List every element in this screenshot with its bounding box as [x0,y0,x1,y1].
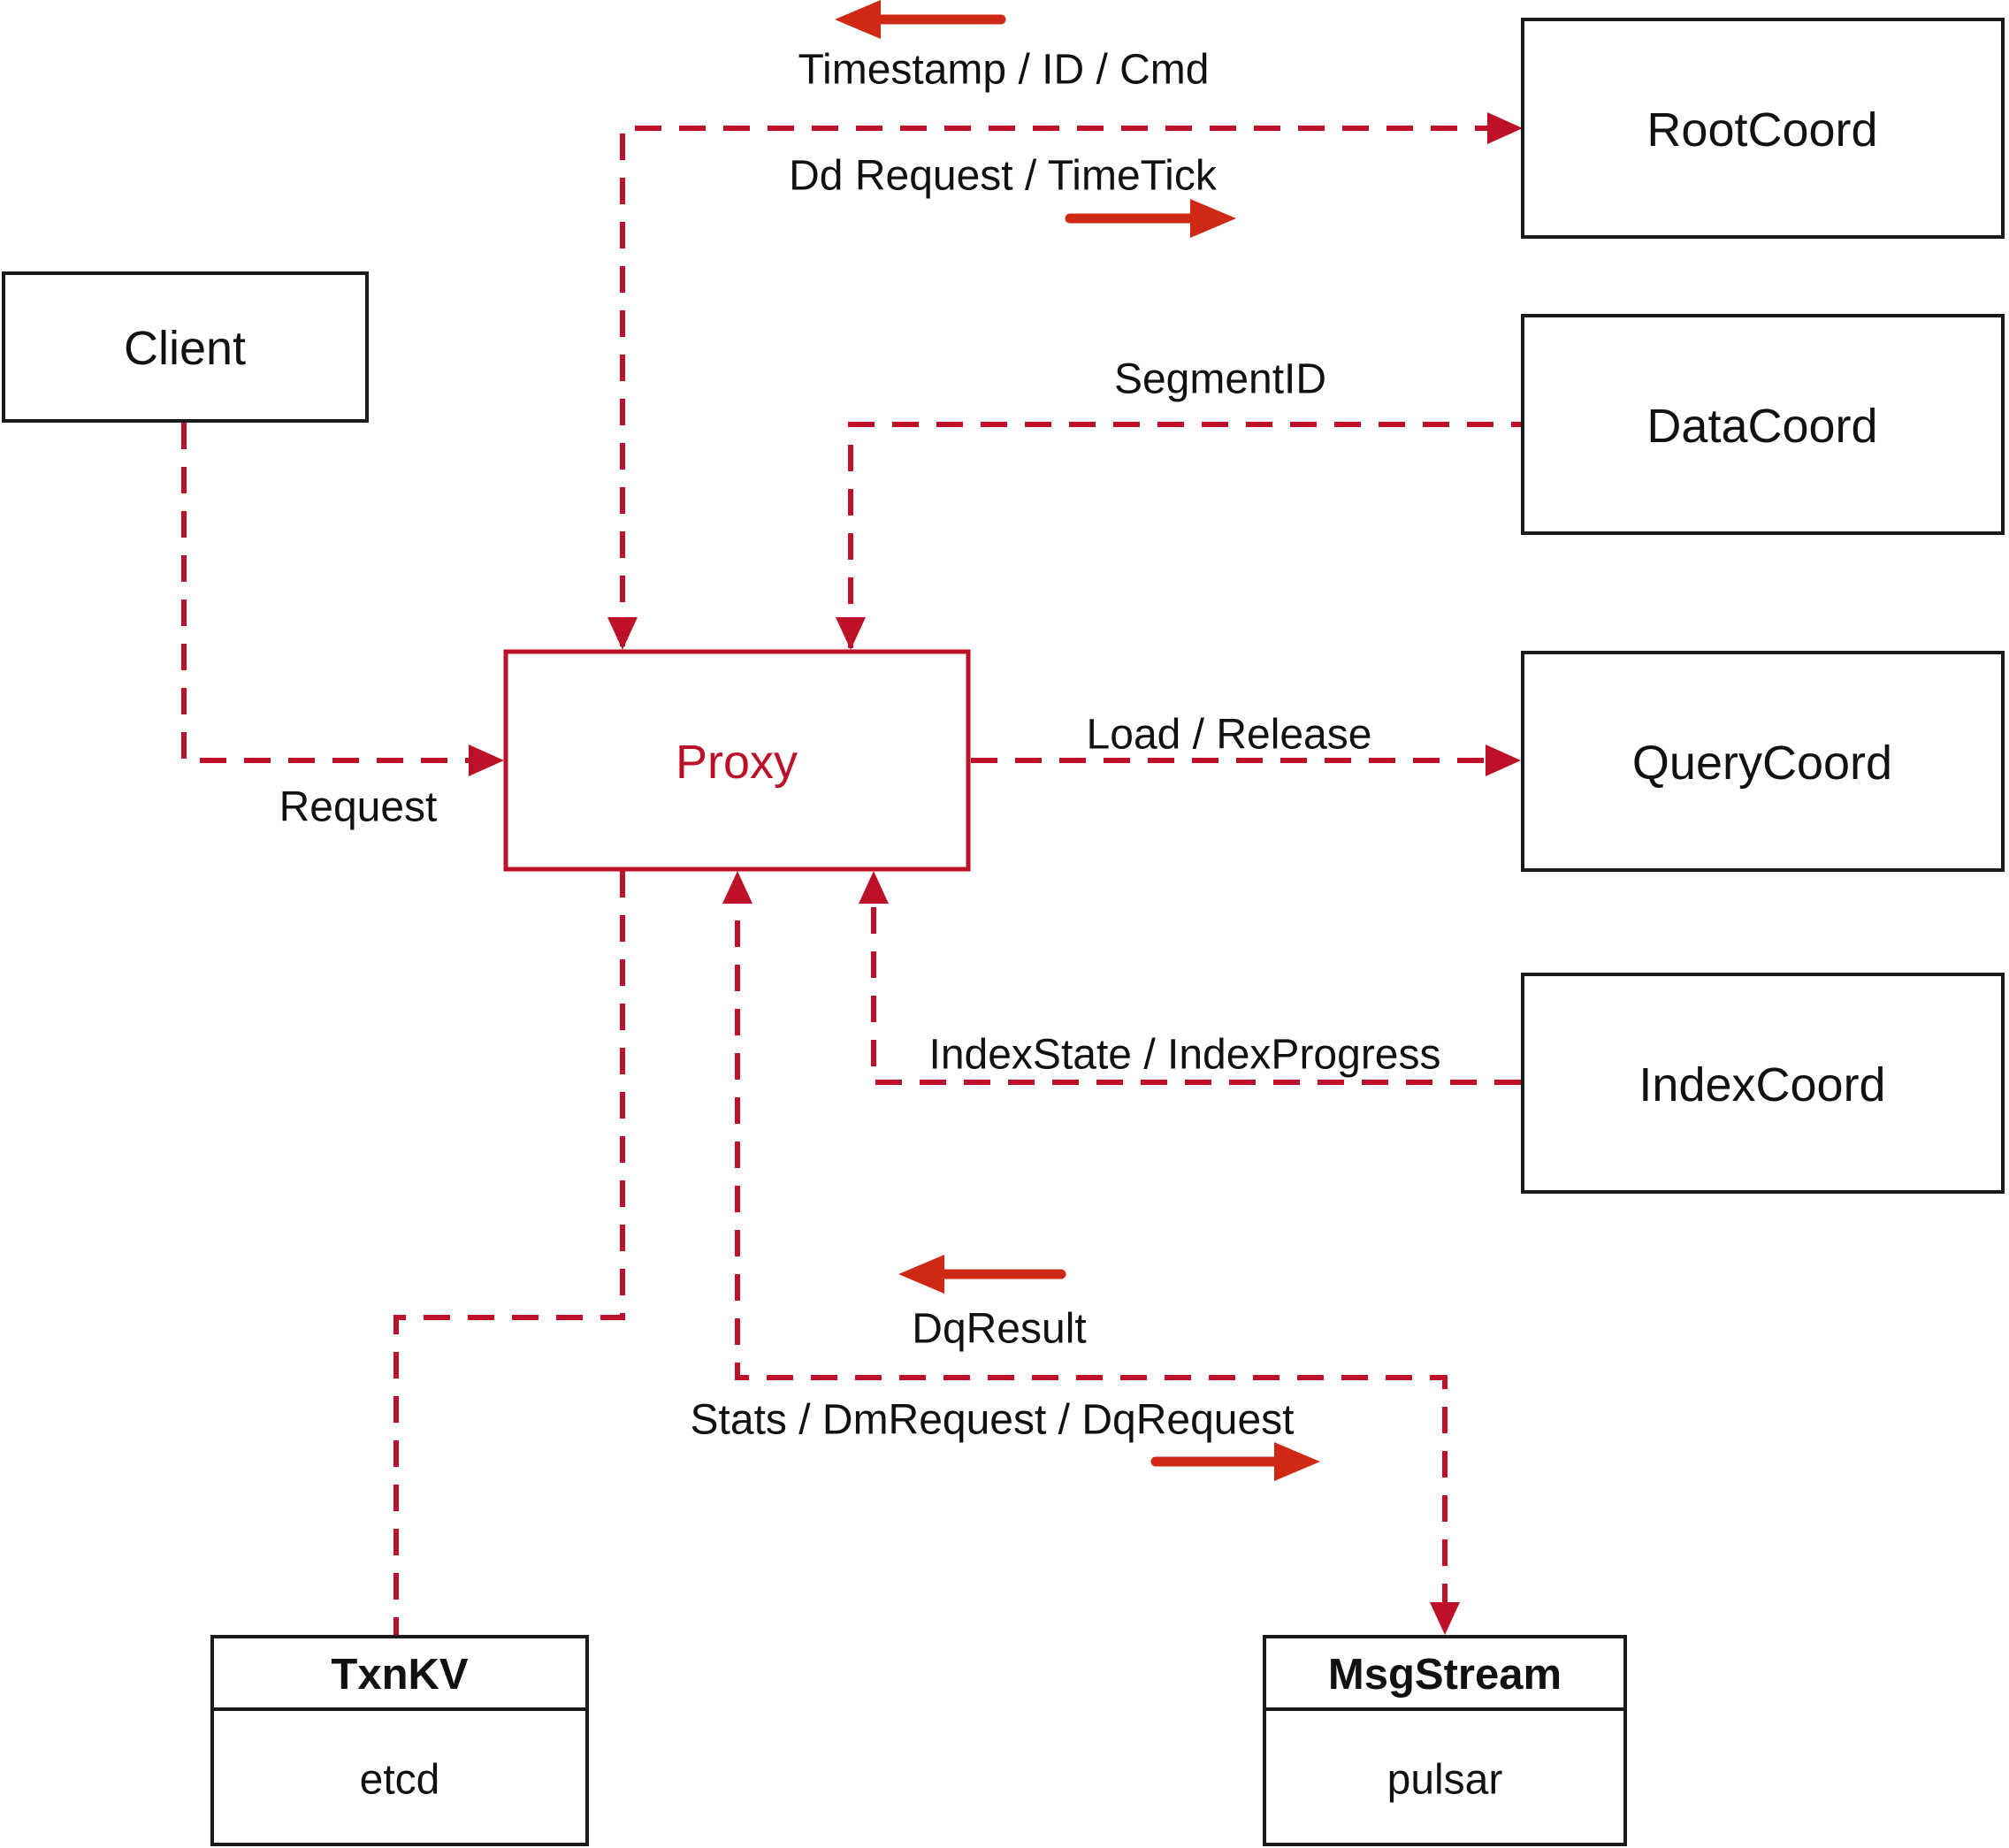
txnkv-title: TxnKV [331,1651,469,1699]
rootcoord-label: RootCoord [1646,103,1877,157]
edge-indexcoord-proxy [859,871,1521,1085]
direction-arrow-ddrequest-right [1065,199,1236,238]
txnkv-impl: etcd [360,1757,440,1804]
client-box [2,271,369,423]
proxy-label: Proxy [676,736,798,789]
msgstream-title: MsgStream [1328,1651,1562,1699]
edge-proxy-msgstream [722,871,1460,1635]
datacoord-box [1521,314,2005,535]
direction-arrow-dqresult-left [898,1255,1066,1294]
direction-arrow-timestamp-left [835,0,1006,39]
edge-proxy-rootcoord-line [620,126,1514,646]
indexcoord-label: IndexCoord [1639,1058,1885,1111]
edge-proxy-txnkv [393,871,625,1635]
node-rootcoord: RootCoord [1521,18,2005,239]
edge-client-proxy [181,423,504,776]
arrowhead-into-querycoord [1486,745,1521,776]
indexcoord-box [1521,973,2005,1194]
arrowhead-into-proxy-top-right [836,617,866,650]
txnkv-box [210,1635,589,1846]
node-proxy: Proxy [503,649,971,872]
node-indexcoord: IndexCoord [1521,973,2005,1194]
edge-label-timestamp-id-cmd: Timestamp / ID / Cmd [798,47,1210,94]
edge-label-segmentid: SegmentID [1114,356,1326,403]
datacoord-label: DataCoord [1646,400,1877,453]
arrowhead-into-proxy-left [469,745,504,776]
edge-label-indexstate-indexprogress: IndexState / IndexProgress [929,1032,1441,1079]
edge-proxy-querycoord [971,745,1521,776]
left-arrow-icon [835,0,881,39]
node-querycoord: QueryCoord [1521,651,2005,872]
left-arrow-icon [898,1255,944,1294]
edge-datacoord-proxy [836,422,1523,650]
direction-arrow-stats-right [1150,1442,1320,1481]
node-datacoord: DataCoord [1521,314,2005,535]
edge-label-load-release: Load / Release [1087,712,1372,759]
edge-label-dd-request-timetick: Dd Request / TimeTick [789,153,1218,200]
arrowhead-into-proxy-top-left [607,617,638,650]
querycoord-box [1521,651,2005,872]
store-msgstream: MsgStream pulsar [1263,1635,1627,1846]
arrowhead-into-proxy-bottom-right [859,871,889,904]
edge-proxy-msgstream-line [735,876,1448,1626]
arrowhead-into-proxy-bottom-left [722,871,752,904]
arrowhead-into-rootcoord [1487,112,1523,144]
edge-proxy-txnkv-line [393,871,625,1635]
querycoord-label: QueryCoord [1632,737,1892,790]
client-label: Client [124,322,246,375]
msgstream-box [1263,1635,1627,1846]
store-txnkv: TxnKV etcd [210,1635,589,1846]
edge-client-proxy-line [181,423,495,763]
arrowhead-into-msgstream [1430,1602,1460,1635]
edge-proxy-rootcoord [607,112,1523,650]
edge-label-stats-dmrequest-dqrequest: Stats / DmRequest / DqRequest [691,1397,1295,1444]
node-client: Client [2,271,369,423]
right-arrow-icon [1274,1442,1320,1481]
edge-label-dqresult: DqResult [912,1306,1086,1353]
msgstream-impl: pulsar [1387,1757,1503,1804]
proxy-box [503,649,971,872]
right-arrow-icon [1190,199,1236,238]
edge-label-request: Request [279,784,438,831]
rootcoord-box [1521,18,2005,239]
edge-datacoord-proxy-line [848,422,1523,648]
